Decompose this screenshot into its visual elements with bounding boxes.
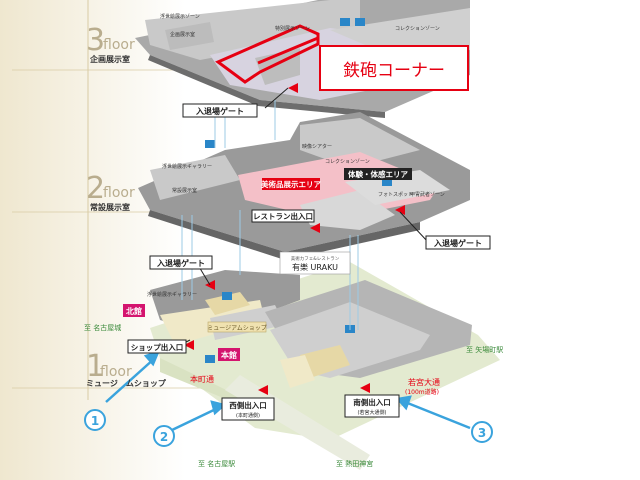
svg-text:南側出入口: 南側出入口 [353,397,391,407]
entry-arrows [184,83,405,395]
svg-text:1: 1 [91,414,99,428]
svg-text:フォトスポット: フォトスポット [378,191,413,198]
svg-text:ミュージ ムショップ: ミュージ ムショップ [86,378,167,388]
floor-label-3: 3 floor 企画展示室 [86,23,135,64]
floor-1-plan [150,270,472,388]
gun-corner-callout: 鉄砲コーナー [319,45,469,91]
svg-text:1: 1 [86,349,105,384]
svg-text:3: 3 [478,426,486,440]
svg-text:企画展示室: 企画展示室 [170,31,195,38]
floor-2-plan [138,112,470,260]
svg-text:2: 2 [160,430,168,444]
west-entrance-label: 西側出入口 (本町通側) [221,397,275,421]
svg-text:ショップ出入口: ショップ出入口 [131,342,184,352]
svg-text:入退場ゲート: 入退場ゲート [156,258,205,268]
svg-text:鉄砲コーナー: 鉄砲コーナー [343,61,445,81]
svg-text:コレクションゾーン: コレクションゾーン [325,159,370,165]
floor-band [0,0,185,480]
svg-text:入退場ゲート: 入退場ゲート [195,106,244,116]
marker-1: 1 [84,409,106,431]
main-building-badge: 本館 [218,348,240,361]
floor-3-zone-labels: 浮世絵展示ゾーン 企画展示室 特別展示ゾーン コレクションゾーン [160,13,440,38]
svg-text:常設展示室: 常設展示室 [172,187,197,194]
restaurant-entrance-label: レストラン出入口 [251,209,315,223]
svg-text:美術カフェ&レストラン: 美術カフェ&レストラン [291,255,340,262]
north-building-badge: 北館 [123,304,145,317]
marker-2: 2 [153,425,175,447]
svg-text:(若宮大通側): (若宮大通側) [358,409,387,416]
svg-text:美術品展示エリア: 美術品展示エリア [261,179,321,189]
shop-entrance-label: ショップ出入口 [127,339,187,354]
svg-text:常設展示室: 常設展示室 [90,202,130,212]
svg-text:2: 2 [86,171,105,206]
art-area-badge: 美術品展示エリア [261,178,321,190]
svg-text:体験・体感エリア: 体験・体感エリア [348,169,408,179]
floor-label-2: 2 floor 常設展示室 [86,171,135,212]
svg-text:西側出入口: 西側出入口 [229,400,267,410]
dir-yabacho: 至 矢場町駅 [466,345,503,354]
svg-text:浮世絵展示ゾーン: 浮世絵展示ゾーン [160,13,200,20]
approach-arrows [105,349,471,432]
svg-text:甲冑武者ゾーン: 甲冑武者ゾーン [410,191,445,198]
svg-text:浮世絵展示ギャラリー: 浮世絵展示ギャラリー [162,163,212,170]
gate-label-2f: 入退場ゲート [425,235,491,250]
gate-label-3f: 入退場ゲート [182,103,258,118]
svg-text:有樂 URAKU: 有樂 URAKU [292,262,338,272]
svg-text:floor: floor [100,364,132,380]
dir-nagoya-station: 至 名古屋駅 [198,459,235,468]
marker-3: 3 [471,421,493,443]
svg-text:入退場ゲート: 入退場ゲート [433,238,482,248]
f1-gallery-label: 浮世絵展示ギャラリー [147,291,197,298]
wakamiya-street-label: 若宮大通 [408,377,440,387]
cafe-sign: 美術カフェ&レストラン 有樂 URAKU [279,251,351,275]
svg-text:特別展示ゾーン: 特別展示ゾーン [275,25,310,32]
south-entrance-label: 南側出入口 (若宮大通側) [344,394,400,418]
wakamiya-street-sub: (100m道路) [405,388,439,396]
svg-text:レストラン出入口: レストラン出入口 [253,211,313,221]
floor-2-zone-labels: 映像シアター コレクションゾーン 浮世絵展示ギャラリー 常設展示室 甲冑武者ゾー… [162,143,445,198]
shop-sign: ミュージアムショップ [207,321,267,333]
dir-nagoya-castle: 至 名古屋城 [84,323,121,332]
gate-label-1f: 入退場ゲート [149,255,213,270]
honmachi-street-label: 本町通 [190,374,214,384]
floor-label-1: 1 floor ミュージ ムショップ [86,349,167,388]
svg-text:本館: 本館 [220,350,237,360]
svg-text:企画展示室: 企画展示室 [89,54,130,64]
svg-text:北館: 北館 [126,306,142,316]
svg-text:floor: floor [103,185,135,201]
svg-text:floor: floor [103,37,135,53]
svg-text:3: 3 [86,23,105,58]
svg-text:映像シアター: 映像シアター [302,143,332,150]
svg-text:ミュージアムショップ: ミュージアムショップ [207,325,266,332]
dir-atsuta: 至 熱田神宮 [336,459,373,468]
svg-text:(本町通側): (本町通側) [236,412,260,419]
svg-text:コレクションゾーン: コレクションゾーン [395,26,440,32]
exp-area-badge: 体験・体感エリア [344,168,412,180]
